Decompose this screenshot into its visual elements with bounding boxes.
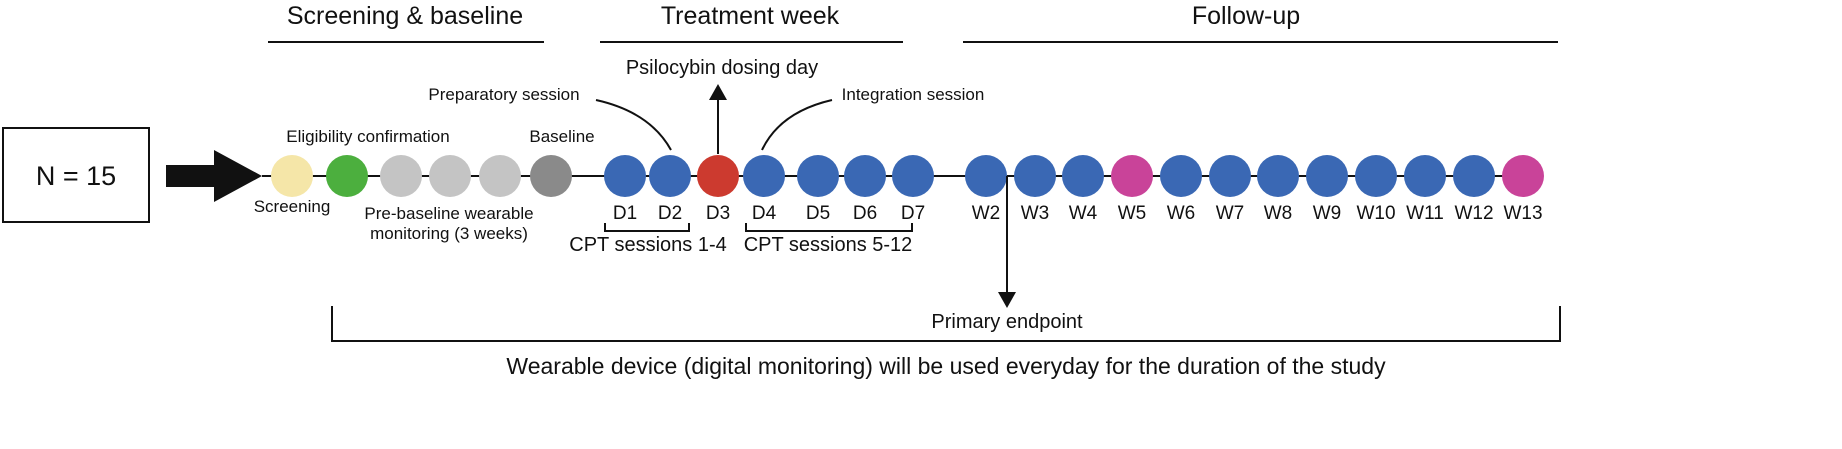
- timeline-node-pre1: [380, 155, 422, 197]
- timeline-node-label-w2: W2: [972, 203, 1001, 224]
- timeline-node-label-d3: D3: [706, 203, 730, 224]
- dosing-day-label: Psilocybin dosing day: [626, 57, 818, 79]
- cpt-1-4-label: CPT sessions 1-4: [569, 234, 726, 256]
- timeline-node-w6: [1160, 155, 1202, 197]
- timeline-node-w2: [965, 155, 1007, 197]
- timeline-node-d3: [697, 155, 739, 197]
- sample-size-box: [2, 127, 150, 223]
- timeline-node-label-d5: D5: [806, 203, 830, 224]
- timeline-node-eligibility: [326, 155, 368, 197]
- phase-title-followup: Follow-up: [1192, 2, 1300, 30]
- sample-size-label: N = 15: [36, 161, 116, 191]
- timeline-node-label-d2: D2: [658, 203, 682, 224]
- timeline-node-w13: [1502, 155, 1544, 197]
- eligibility-label: Eligibility confirmation: [286, 127, 449, 146]
- phase-title-screening: Screening & baseline: [287, 2, 523, 30]
- timeline-node-label-w13: W13: [1503, 203, 1542, 224]
- primary-endpoint-label: Primary endpoint: [931, 311, 1083, 333]
- timeline-node-label-w7: W7: [1216, 203, 1245, 224]
- timeline-node-w10: [1355, 155, 1397, 197]
- timeline-node-d6: [844, 155, 886, 197]
- timeline-node-label-w9: W9: [1313, 203, 1342, 224]
- phase-title-treatment: Treatment week: [661, 2, 840, 30]
- timeline-node-label-d7: D7: [901, 203, 925, 224]
- timeline-node-label-d1: D1: [613, 203, 637, 224]
- timeline-node-label-d6: D6: [853, 203, 877, 224]
- screening-label: Screening: [254, 197, 331, 216]
- timeline-node-w8: [1257, 155, 1299, 197]
- timeline-node-label-w11: W11: [1406, 203, 1444, 224]
- preparatory-connector: [595, 99, 672, 151]
- cpt-5-12-bracket: [745, 223, 913, 232]
- timeline-node-screening: [271, 155, 313, 197]
- timeline-nodes: D1 D2 D3 D4 D5 D6 D7 W2 W3 W4 W5 W6 W7 W8 W9 W10 W11 W12 W…: [271, 155, 1544, 224]
- cpt-5-12-label: CPT sessions 5-12: [744, 234, 913, 256]
- timeline-node-label-w10: W10: [1356, 203, 1395, 224]
- timeline-node-w9: [1306, 155, 1348, 197]
- primary-endpoint-arrow-down-icon: [998, 292, 1016, 308]
- dosing-arrow-up-icon: [709, 84, 727, 100]
- timeline-node-label-w12: W12: [1454, 203, 1493, 224]
- cpt-1-4-bracket: [604, 223, 690, 232]
- timeline-node-label-w8: W8: [1264, 203, 1293, 224]
- timeline-node-baseline: [530, 155, 572, 197]
- timeline-node-d1: [604, 155, 646, 197]
- timeline-node-w3: [1014, 155, 1056, 197]
- timeline-node-d5: [797, 155, 839, 197]
- timeline-node-w4: [1062, 155, 1104, 197]
- integration-connector: [761, 99, 833, 151]
- timeline-node-label-w3: W3: [1021, 203, 1050, 224]
- prebaseline-label-line1: Pre-baseline wearable: [364, 204, 533, 223]
- timeline-node-pre3: [479, 155, 521, 197]
- baseline-label: Baseline: [529, 127, 594, 146]
- integration-session-label: Integration session: [842, 85, 985, 104]
- timeline-node-d4: [743, 155, 785, 197]
- prebaseline-label-line2: monitoring (3 weeks): [370, 224, 528, 243]
- timeline-node-pre2: [429, 155, 471, 197]
- timeline-node-w5: [1111, 155, 1153, 197]
- timeline-node-label-w6: W6: [1167, 203, 1196, 224]
- timeline-node-d2: [649, 155, 691, 197]
- wearable-note: Wearable device (digital monitoring) wil…: [506, 353, 1386, 379]
- enrollment-arrow-icon: [166, 150, 262, 202]
- preparatory-session-label: Preparatory session: [428, 85, 579, 104]
- timeline-node-w12: [1453, 155, 1495, 197]
- timeline-node-label-w4: W4: [1069, 203, 1098, 224]
- timeline-node-w7: [1209, 155, 1251, 197]
- timeline-node-label-d4: D4: [752, 203, 777, 224]
- study-duration-bracket: [331, 306, 1561, 342]
- timeline-node-label-w5: W5: [1118, 203, 1147, 224]
- timeline-node-w11: [1404, 155, 1446, 197]
- timeline-node-d7: [892, 155, 934, 197]
